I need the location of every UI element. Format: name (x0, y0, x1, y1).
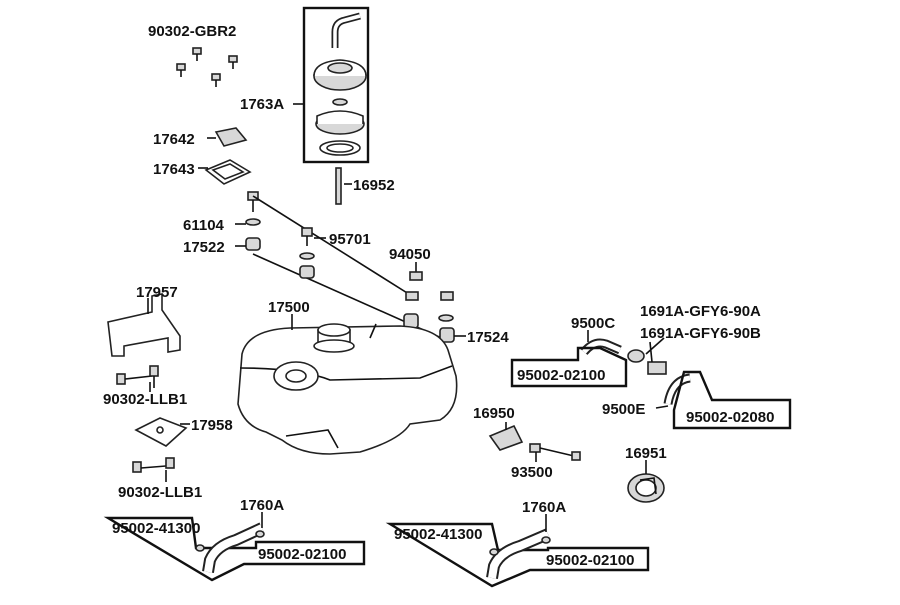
label-bolt-center: 95701 (329, 231, 371, 248)
label-valve-a: 1691A-GFY6-90A (640, 303, 761, 320)
clip-right-box (672, 370, 792, 430)
label-plate-upper: 17642 (153, 131, 195, 148)
mount-bolt-left (245, 191, 261, 251)
hose-9500e (663, 373, 691, 405)
label-hose-e: 9500E (602, 401, 645, 418)
clamp-box-left (103, 516, 366, 582)
cap-assembly (313, 12, 367, 156)
label-hose-left: 1760A (240, 497, 284, 514)
bolt-set-llb1-upper (116, 365, 159, 388)
vent-bolt (529, 443, 581, 461)
fuel-pump (627, 473, 665, 503)
label-mount-right: 17524 (467, 329, 509, 346)
plate-17642 (214, 127, 248, 147)
label-fuel-pump: 16951 (625, 445, 667, 462)
cap-assembly-box (302, 6, 370, 164)
hose-9500c (580, 338, 622, 356)
label-plate-lower: 17643 (153, 161, 195, 178)
label-bolt-set-top: 90302-GBR2 (148, 23, 236, 40)
plate-17958 (134, 417, 188, 447)
label-clip-upper: 95002-02100 (517, 367, 605, 384)
leader-line-mount (252, 195, 413, 297)
bolt-set-gbr2 (176, 47, 238, 87)
label-bolt-set-lower: 90302-LLB1 (118, 484, 202, 501)
label-tank: 17500 (268, 299, 310, 316)
vent-valve (488, 422, 524, 451)
valve-assembly (627, 349, 667, 375)
label-clip-right: 95002-02080 (686, 409, 774, 426)
label-bracket: 17957 (136, 284, 178, 301)
label-washer: 61104 (183, 217, 225, 234)
cap-rod (335, 167, 342, 205)
label-hose-c: 9500C (571, 315, 615, 332)
label-clamp-left-b: 95002-02100 (258, 546, 346, 563)
label-bolt-right: 94050 (389, 246, 431, 263)
label-clamp-left-a: 95002-41300 (112, 520, 200, 537)
label-bolt-set-left: 90302-LLB1 (103, 391, 187, 408)
label-clamp-right-b: 95002-02100 (546, 552, 634, 569)
fuel-tank (237, 323, 458, 455)
label-cap-assembly: 1763A (240, 96, 284, 113)
label-hose-right: 1760A (522, 499, 566, 516)
bolt-94050 (403, 262, 455, 343)
label-vent-bolt: 93500 (511, 464, 553, 481)
bolt-95701 (299, 227, 315, 279)
hose-left (195, 522, 265, 573)
label-clamp-right-a: 95002-41300 (394, 526, 482, 543)
label-vent-valve: 16950 (473, 405, 515, 422)
label-plate-small: 17958 (191, 417, 233, 434)
label-rubber-mount: 17522 (183, 239, 225, 256)
bracket-17957 (107, 293, 181, 357)
plate-17643 (204, 159, 252, 185)
clamp-box-right (385, 522, 650, 588)
hose-right (486, 528, 551, 579)
label-cap-rod: 16952 (353, 177, 395, 194)
label-valve-b: 1691A-GFY6-90B (640, 325, 761, 342)
clip-upper-box (510, 346, 628, 388)
bolt-set-llb1-lower (132, 457, 175, 473)
